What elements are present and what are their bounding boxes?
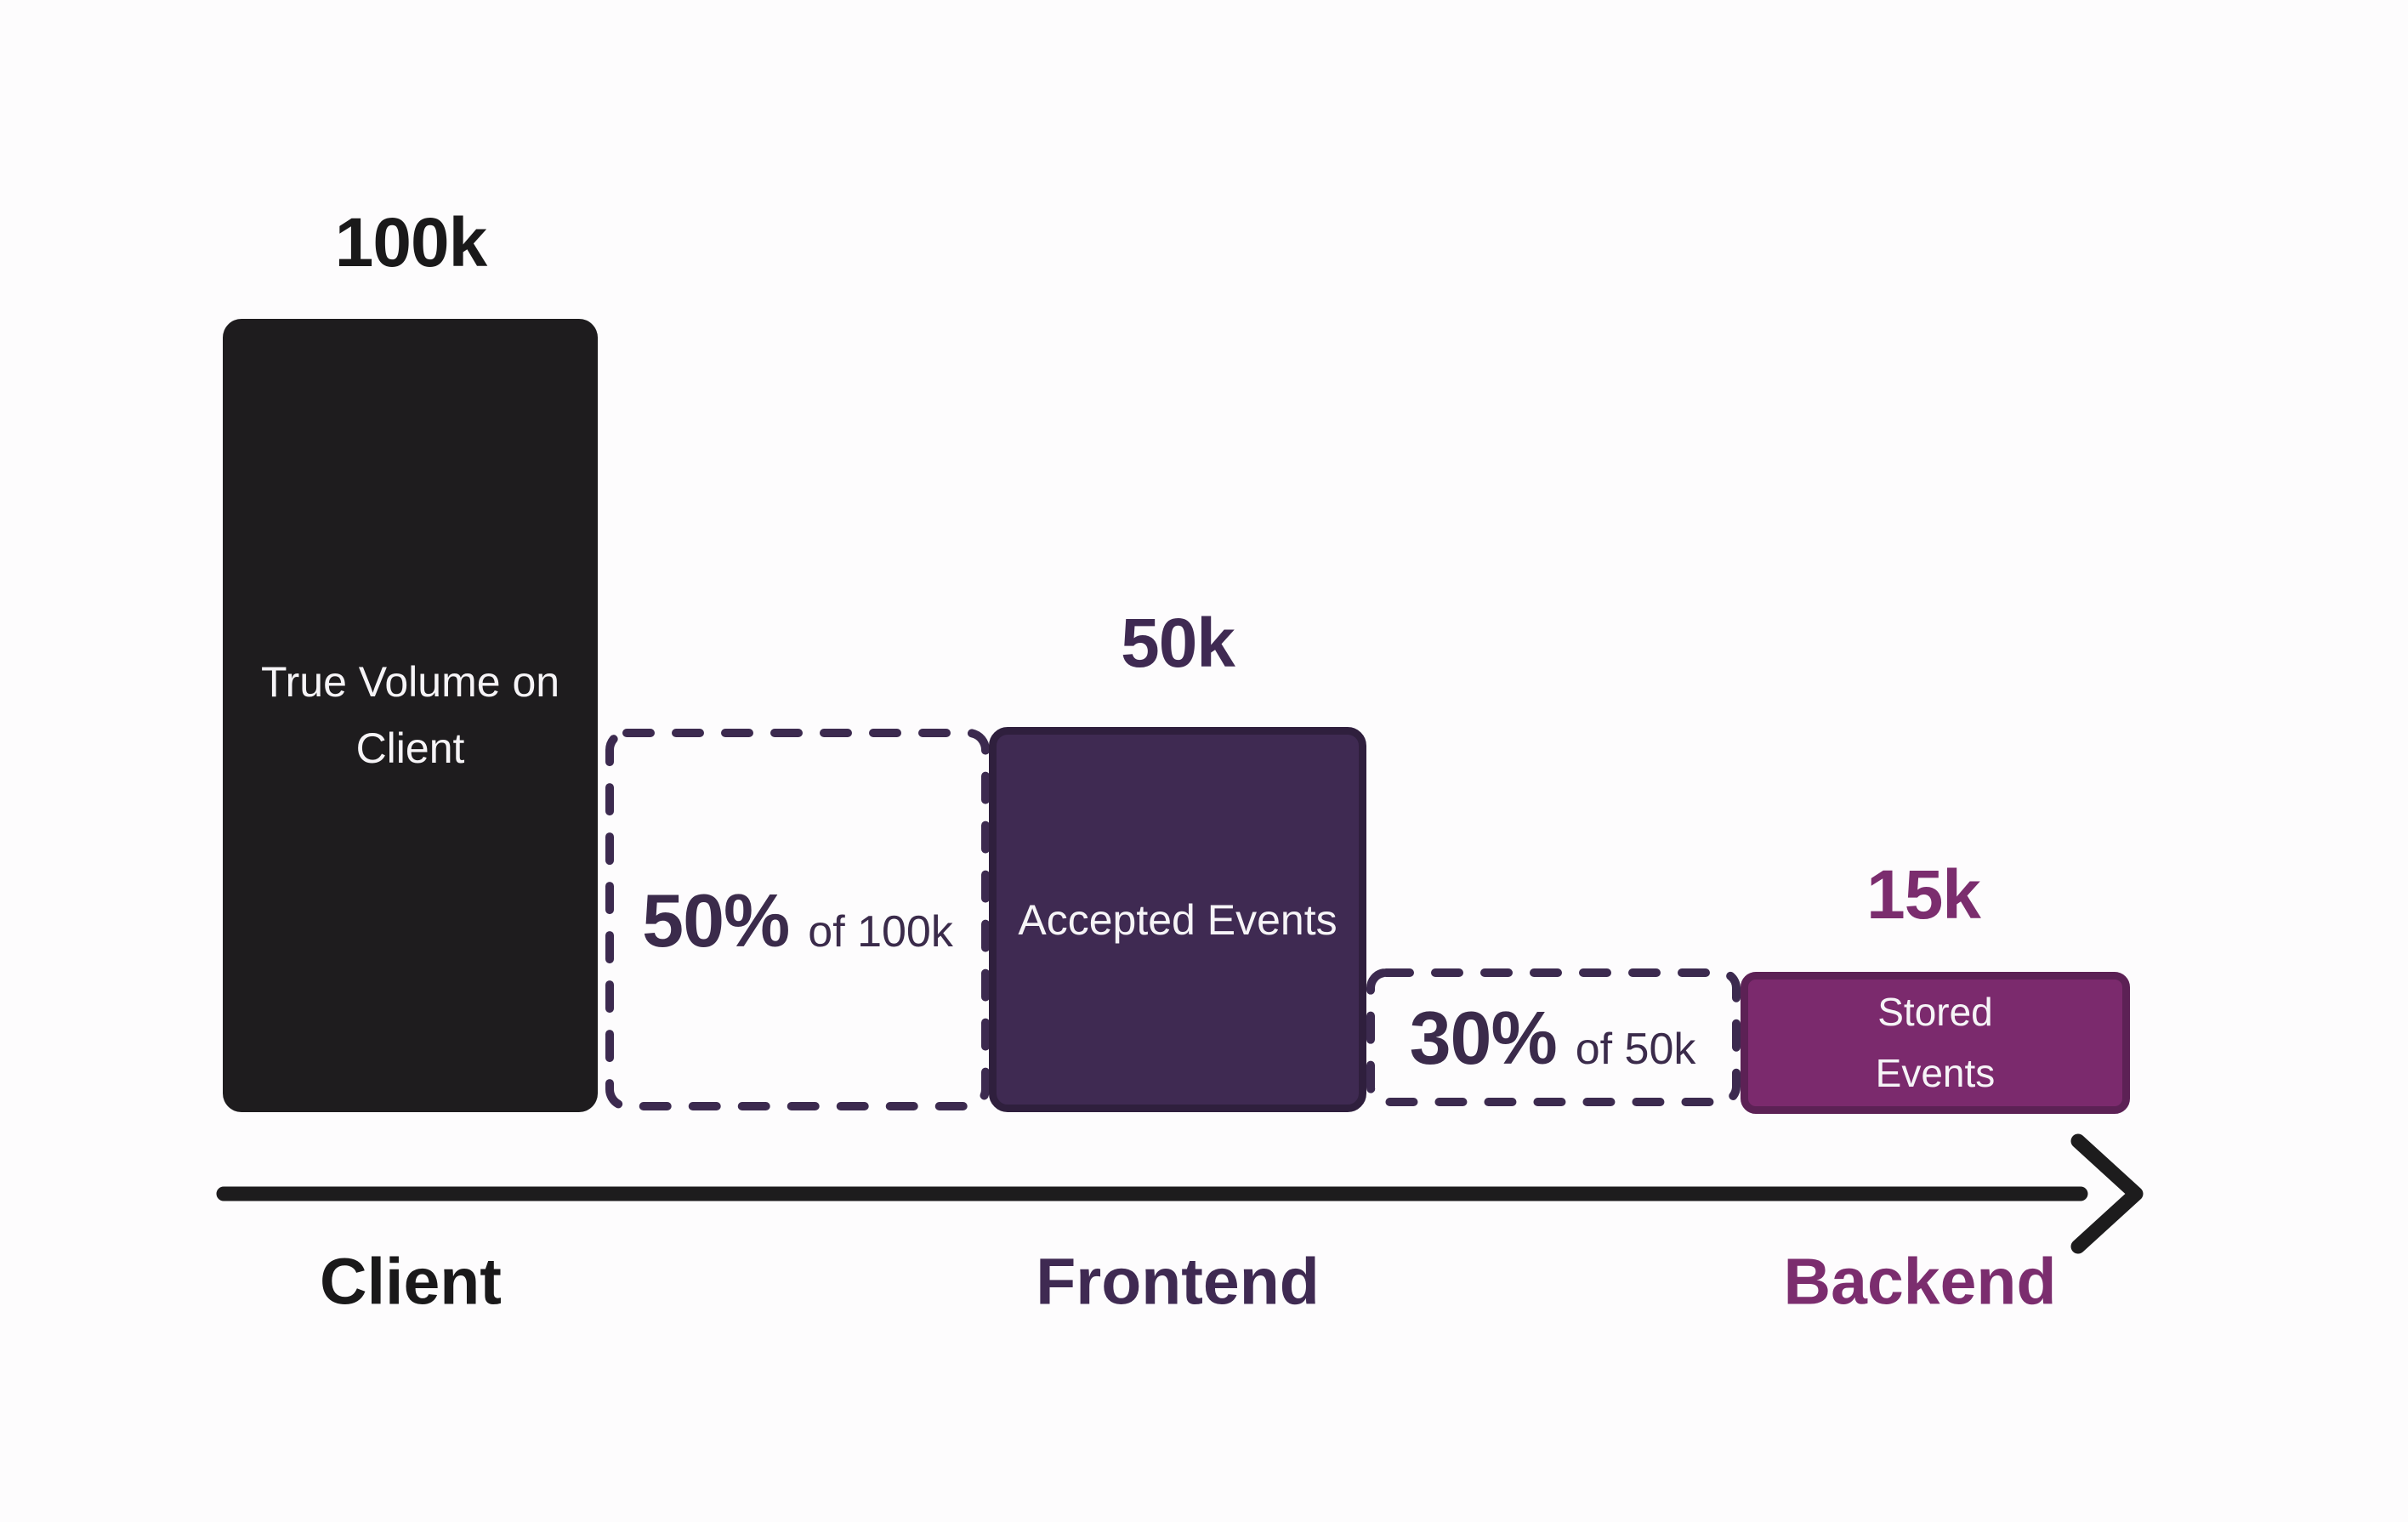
drop-stat-backend-percent: 30% — [1409, 996, 1558, 1080]
drop-stat-backend-of: of 50k — [1575, 1025, 1696, 1074]
drop-box-backend-outline — [1366, 968, 1741, 1106]
value-label-backend: 15k — [1866, 856, 1981, 934]
bar-true-volume-on-client: True Volume on Client — [223, 319, 598, 1112]
axis-label-client: Client — [320, 1245, 502, 1319]
value-label-frontend: 50k — [1121, 605, 1235, 682]
bar-label-accepted-events: Accepted Events — [1018, 895, 1337, 944]
bar-label-true-volume: True Volume on Client — [260, 658, 560, 772]
value-label-client: 100k — [334, 204, 487, 281]
flow-axis-arrowhead — [2070, 1133, 2144, 1254]
drop-box-frontend-outline — [605, 729, 990, 1110]
bar-label-stored-events: Stored Events — [1875, 990, 1996, 1095]
flow-axis-arrow — [216, 1133, 2144, 1254]
drop-stat-frontend-percent: 50% — [642, 878, 790, 963]
bar-stored-events: Stored Events — [1741, 972, 2130, 1114]
bar-accepted-events: Accepted Events — [989, 727, 1366, 1112]
axis-label-frontend: Frontend — [1036, 1245, 1320, 1319]
drop-stat-backend: 30% of 50k — [1410, 995, 1696, 1082]
drop-stat-frontend: 50% of 100k — [642, 877, 953, 964]
drop-stat-frontend-of: of 100k — [808, 907, 953, 957]
axis-label-backend: Backend — [1783, 1245, 2057, 1319]
